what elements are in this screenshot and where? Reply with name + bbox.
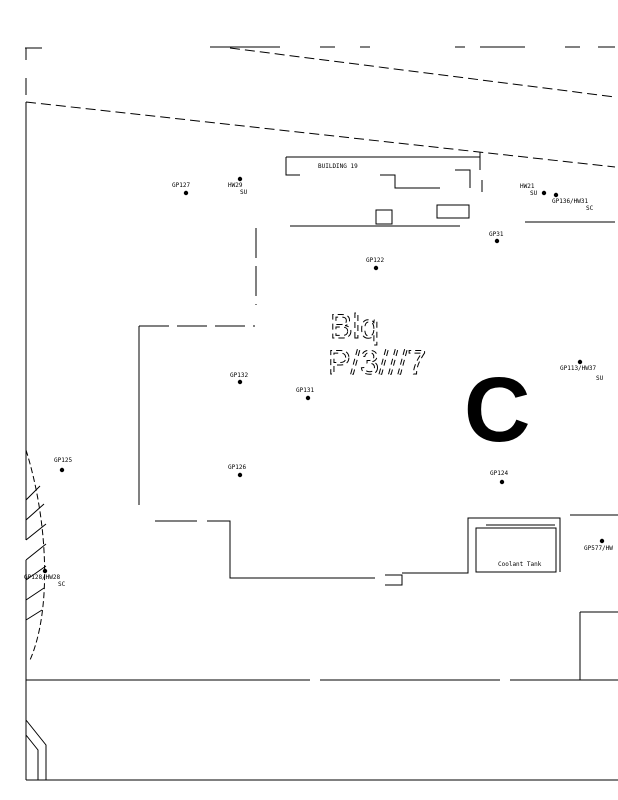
marker-gp128 bbox=[42, 568, 48, 574]
top-border bbox=[25, 46, 615, 49]
marker-gp124 bbox=[499, 479, 505, 485]
road-bottom bbox=[26, 679, 618, 781]
road-lower bbox=[25, 101, 616, 168]
marker-gp132 bbox=[237, 379, 243, 385]
site-marking-line2: P/3///7 bbox=[328, 344, 426, 382]
label-gp128: GP128/HW28 bbox=[24, 574, 61, 581]
label-gp127: GP127 bbox=[172, 182, 190, 189]
small-structure-2 bbox=[436, 204, 470, 219]
main-building bbox=[139, 228, 257, 327]
label-gp124: GP124 bbox=[490, 470, 508, 477]
embankment-hatching bbox=[25, 485, 47, 621]
main-building-right bbox=[478, 514, 618, 572]
lower-left-road bbox=[25, 719, 47, 780]
building-19-label: BUILDING 19 bbox=[318, 163, 358, 170]
label-hw21: HW21 bbox=[520, 183, 535, 190]
coolant-tank-label: Coolant Tank bbox=[498, 561, 542, 568]
label-gp31: GP31 bbox=[489, 231, 504, 238]
embankment-curve bbox=[25, 449, 46, 661]
label-gp77: GP577/HW bbox=[584, 545, 613, 552]
label-gp131: GP131 bbox=[296, 387, 314, 394]
label-gp122: GP122 bbox=[366, 257, 384, 264]
marker-hw29 bbox=[237, 176, 243, 182]
label-gp113-note: SU bbox=[596, 375, 604, 382]
building-19 bbox=[285, 152, 483, 192]
label-gp136: GP136/HW31 bbox=[552, 198, 589, 205]
marker-gp136 bbox=[553, 192, 559, 198]
marker-gp125 bbox=[59, 467, 65, 473]
marker-gp122 bbox=[373, 265, 379, 271]
main-building-left bbox=[138, 326, 478, 586]
label-hw29: HW29 bbox=[228, 182, 243, 189]
lower-right-wall bbox=[579, 611, 618, 680]
section-letter: C bbox=[464, 359, 530, 461]
label-gp136-note: SC bbox=[586, 205, 594, 212]
marker-gp127 bbox=[183, 190, 189, 196]
small-structure-1 bbox=[375, 209, 393, 225]
road-upper bbox=[229, 47, 616, 98]
label-gp132: GP132 bbox=[230, 372, 248, 379]
site-marking-line1: Blq bbox=[330, 308, 379, 346]
marker-gp126 bbox=[237, 472, 243, 478]
label-gp126: GP126 bbox=[228, 464, 246, 471]
marker-hw21 bbox=[541, 190, 547, 196]
label-hw29-note: SU bbox=[240, 189, 248, 196]
label-gp113: GP113/HW37 bbox=[560, 365, 597, 372]
label-gp128-note: SC bbox=[58, 581, 66, 588]
marker-gp113 bbox=[577, 359, 583, 365]
label-hw21-note: SU bbox=[530, 190, 538, 197]
label-gp125: GP125 bbox=[54, 457, 72, 464]
coolant-tank-enclosure bbox=[475, 527, 557, 573]
building-bottom-line bbox=[290, 221, 615, 227]
marker-gp31 bbox=[494, 238, 500, 244]
marker-gp131 bbox=[305, 395, 311, 401]
marker-gp77 bbox=[599, 538, 605, 544]
